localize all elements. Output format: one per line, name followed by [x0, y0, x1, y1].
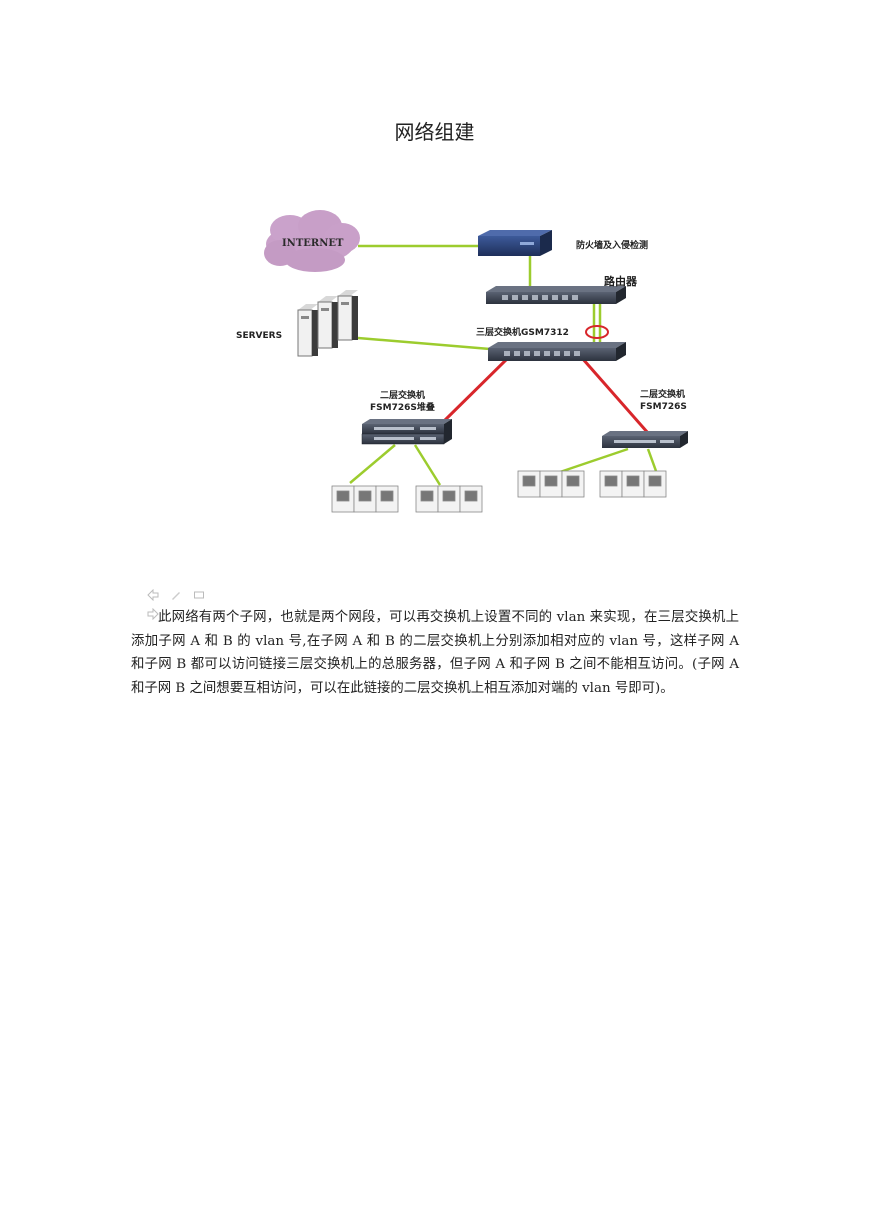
firewall-device-icon [478, 230, 552, 256]
left-l2-pc-link-1 [349, 444, 396, 484]
left-l2-pc-link-2 [413, 444, 442, 486]
comment-icon[interactable] [193, 586, 205, 599]
body-paragraph: 此网络有两个子网，也就是两个网段，可以再交换机上设置不同的 vlan 来实现，在… [131, 610, 739, 696]
right-l2-pc-link-1 [559, 447, 629, 474]
pc-group-right-1-icon [517, 470, 585, 498]
network-diagram: INTERNET 防火墙及入侵检测 路由器 SERVERS [220, 198, 700, 523]
pc-group-left-2-icon [415, 485, 483, 513]
l3-switch-label: 三层交换机GSM7312 [476, 326, 569, 338]
l3-right-l2-link [580, 357, 650, 434]
l2-right-label-1: 二层交换机 [640, 388, 685, 400]
right-l2-pc-link-2 [646, 448, 658, 472]
document-title: 网络组建 [394, 120, 475, 144]
servers-l3-link [357, 336, 491, 351]
pc-group-right-2-icon [599, 470, 667, 498]
edit-pencil-icon[interactable] [170, 586, 182, 600]
network-diagram-svg: INTERNET 防火墙及入侵检测 路由器 SERVERS [236, 210, 688, 513]
servers-icon [297, 290, 358, 357]
l3-left-l2-link [440, 356, 510, 425]
pc-group-left-1-icon [331, 485, 399, 513]
l2-left-label-2: FSM726S堆叠 [370, 401, 435, 413]
l2-left-label-1: 二层交换机 [380, 389, 425, 401]
image-toolbar [147, 586, 227, 621]
l3-switch-icon [488, 342, 626, 361]
router-device-icon [486, 286, 626, 304]
internet-label: INTERNET [282, 238, 344, 249]
firewall-label: 防火墙及入侵检测 [576, 239, 648, 251]
l2-right-label-2: FSM726S [640, 402, 687, 412]
router-label: 路由器 [604, 274, 638, 288]
forward-arrow-icon[interactable] [147, 605, 159, 621]
l2-left-stack-icon [361, 419, 452, 445]
back-arrow-icon[interactable] [147, 586, 159, 602]
servers-label: SERVERS [236, 331, 282, 341]
internet-cloud-icon [264, 210, 360, 272]
l2-right-switch-icon [602, 431, 688, 448]
link-aggregation-ring [585, 325, 609, 339]
